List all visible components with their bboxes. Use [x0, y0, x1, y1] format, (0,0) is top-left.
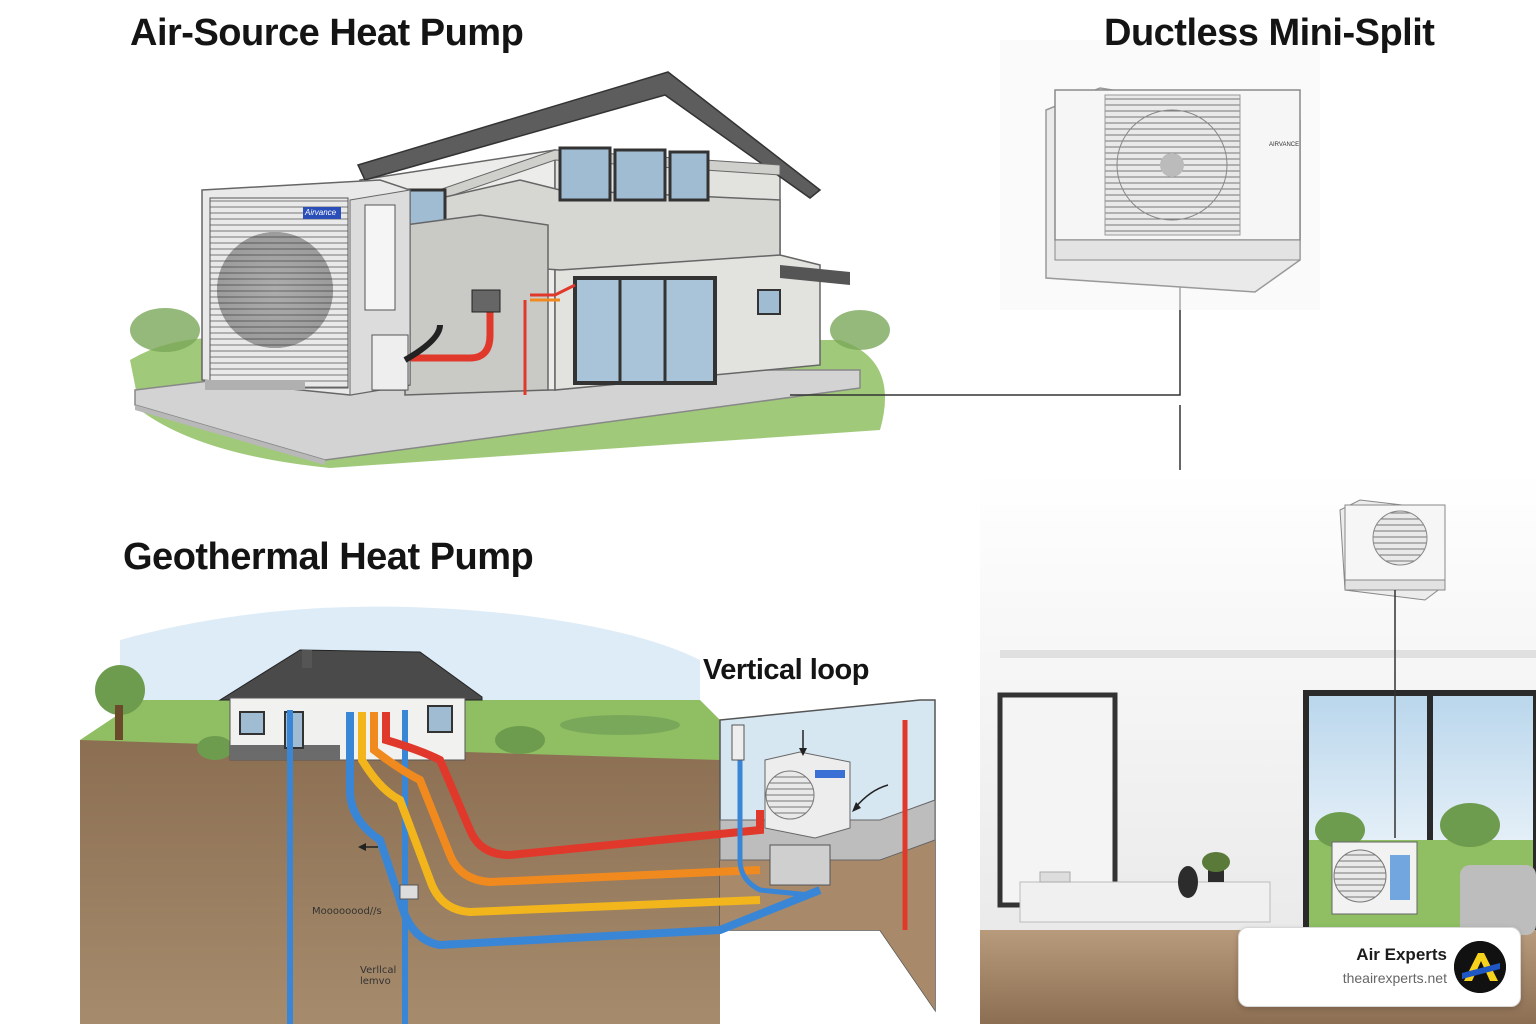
loop-pipe-hot: [382, 712, 764, 860]
brand-card[interactable]: Air Experts theairexperts.net: [1238, 927, 1521, 1007]
outdoor-unit-air-source: [201, 179, 443, 396]
house-roof: [356, 71, 822, 199]
ground-label-b: Verllcal lemvo: [360, 965, 397, 987]
geothermal-scene: [80, 606, 936, 1024]
label-vertical-loop: Vertical loop: [703, 654, 869, 686]
title-geothermal-heat-pump: Geothermal Heat Pump: [123, 536, 534, 578]
refrigerant-line-red: [410, 300, 494, 362]
title-ductless-mini-split: Ductless Mini-Split: [1104, 12, 1435, 54]
loop-pipe-yellow: [358, 712, 761, 917]
upper-window: [558, 146, 612, 202]
brand-url[interactable]: theairexperts.net: [1342, 970, 1447, 986]
air-source-scene: [130, 71, 890, 468]
air-experts-logo-icon: [1454, 941, 1506, 993]
wall-shelf: [1019, 881, 1271, 923]
brand-name: Air Experts: [1356, 945, 1447, 964]
loop-pipe-cold-3: [346, 712, 822, 950]
outdoor-unit-mini: [1331, 841, 1418, 915]
ground-label-a: Moooooood//s: [312, 906, 382, 917]
geothermal-unit: [764, 751, 851, 886]
room-window-left: [997, 692, 1118, 908]
lower-window: [573, 276, 717, 385]
mini-split-large: [1000, 40, 1320, 310]
title-air-source-heat-pump: Air-Source Heat Pump: [130, 12, 524, 54]
mini-split-brand-label: AIRVANCE: [1269, 142, 1300, 148]
loop-pipe-orange: [370, 712, 761, 887]
unit-brand-label: Airvance: [303, 207, 341, 219]
soil-block: [80, 740, 720, 1024]
mini-split-small: [1339, 499, 1446, 601]
